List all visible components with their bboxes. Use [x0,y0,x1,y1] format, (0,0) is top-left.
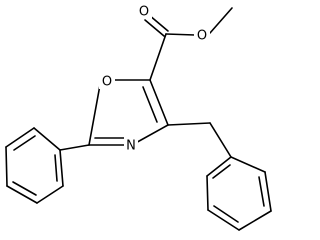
ester-co-bond [165,33,196,36]
phenyl-ring [5,127,64,204]
ch2-benzyl-bond [209,122,232,158]
ring-oxygen-label: O [102,75,112,90]
c2-phenyl-bond [59,144,90,151]
carbonyl-double-bond [144,14,169,37]
c5-carboxyl-bond [149,33,167,81]
chemical-structure-diagram: O N O O [5,3,272,231]
ring-nitrogen-label: N [126,139,136,154]
benzyl-ring [206,156,272,231]
carbonyl-oxygen-label: O [139,5,149,20]
ester-oxygen-label: O [197,29,207,44]
methyl-bond [209,7,233,34]
c2-o1-bond [88,84,101,146]
n3-c2-double-bond [88,137,126,146]
c4-ch2-bond [167,122,211,126]
structure-canvas: O N O O [5,3,272,231]
c5-c4-double-bond [142,79,169,126]
